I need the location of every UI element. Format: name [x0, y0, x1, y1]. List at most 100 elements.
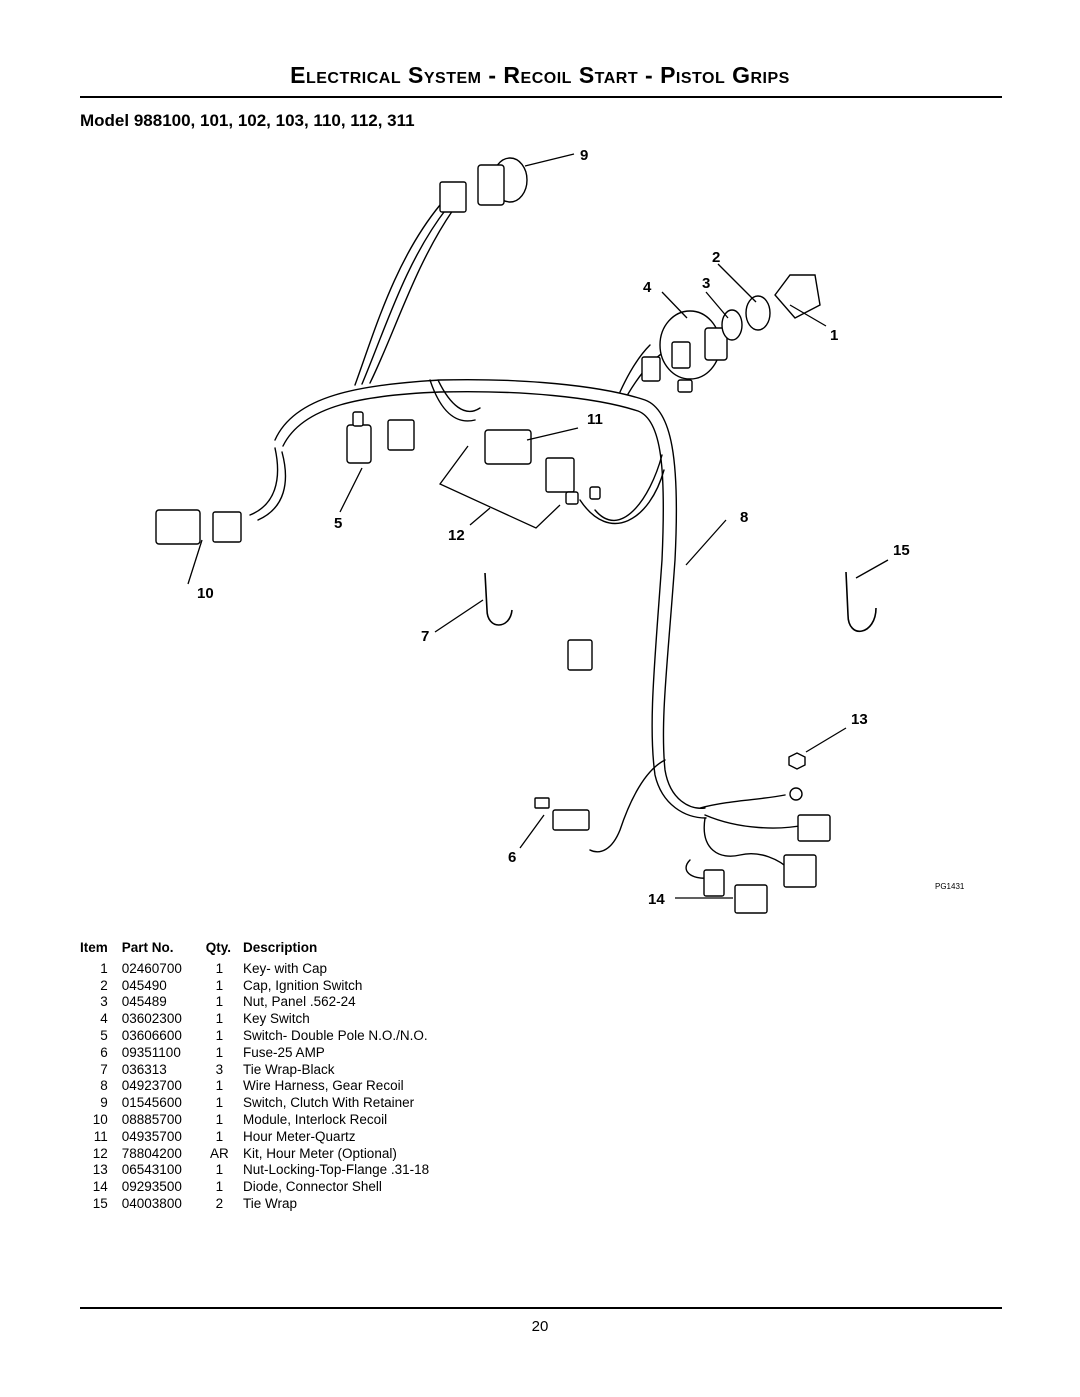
part-cell: 04003800: [121, 1195, 182, 1211]
page-number: 20: [531, 1318, 549, 1335]
callout-6: 6: [508, 849, 516, 866]
tie-wrap-black: [484, 572, 513, 626]
table-row: 14 09293500 1 Diode, Connector Shell: [80, 1179, 441, 1196]
qty-cell: 1: [215, 994, 224, 1010]
part-cell: 045490: [121, 977, 167, 993]
header-qty: Qty.: [205, 940, 232, 955]
figure-code: PG1431: [935, 882, 965, 891]
parts-table: Item Part No. Qty. Description 1 02460700…: [80, 940, 441, 1213]
table-row: 13 06543100 1 Nut-Locking-Top-Flange .31-18: [80, 1162, 441, 1179]
qty-cell: 1: [215, 1095, 224, 1111]
callout-9: 9: [580, 147, 588, 164]
item-cell: 13: [92, 1162, 108, 1178]
description-cell: Wire Harness, Gear Recoil: [243, 1078, 404, 1094]
footer-rule: [80, 1307, 1002, 1309]
part-cell: 045489: [121, 994, 167, 1010]
clutch-switch: [439, 157, 528, 213]
key: [774, 274, 821, 319]
callout-10: 10: [197, 585, 214, 602]
callout-5: 5: [334, 515, 342, 532]
part-cell: 08885700: [121, 1111, 182, 1127]
part-cell: 06543100: [121, 1162, 182, 1178]
description-cell: Diode, Connector Shell: [243, 1179, 382, 1195]
qty-cell: 1: [215, 1179, 224, 1195]
header-part: Part No.: [121, 940, 174, 955]
tie-wrap: [845, 571, 877, 633]
table-row: 7 036313 3 Tie Wrap-Black: [80, 1062, 441, 1079]
part-cell: 03602300: [121, 1011, 182, 1027]
main-harness: [274, 378, 706, 809]
diode-connector: [734, 884, 768, 914]
part-cell: 78804200: [121, 1145, 182, 1161]
description-cell: Cap, Ignition Switch: [243, 977, 363, 993]
description-cell: Fuse-25 AMP: [243, 1044, 325, 1060]
part-cell: 04935700: [121, 1128, 182, 1144]
callout-3: 3: [702, 275, 710, 292]
description-cell: Switch- Double Pole N.O./N.O.: [243, 1027, 428, 1043]
callout-12: 12: [448, 527, 465, 544]
callout-15: 15: [893, 542, 910, 559]
interlock-module: [155, 509, 242, 545]
description-cell: Key- with Cap: [243, 960, 328, 976]
qty-cell: 2: [215, 1195, 224, 1211]
item-cell: 7: [100, 1061, 108, 1077]
hour-meter: [484, 429, 601, 505]
qty-cell: 3: [215, 1061, 224, 1077]
item-cell: 6: [100, 1044, 108, 1060]
callout-14: 14: [648, 891, 665, 908]
description-cell: Key Switch: [243, 1011, 310, 1027]
item-cell: 1: [100, 960, 108, 976]
callout-13: 13: [851, 711, 868, 728]
key-switch: [641, 310, 728, 393]
part-cell: 02460700: [121, 960, 182, 976]
ignition-cap: [745, 295, 771, 331]
qty-cell: 1: [215, 1027, 224, 1043]
page-title: Electrical System - Recoil Start - Pisto…: [290, 62, 790, 88]
qty-cell: 1: [215, 1111, 224, 1127]
qty-cell: 1: [215, 1011, 224, 1027]
qty-cell: 1: [215, 977, 224, 993]
table-row: 2 045490 1 Cap, Ignition Switch: [80, 978, 441, 995]
part-cell: 01545600: [121, 1095, 182, 1111]
wiring-diagram: 9 2 3 4 1 11 5 12 8 15 10 7 13 6 14 PG14…: [155, 147, 965, 914]
callout-4: 4: [643, 279, 652, 296]
table-row: 4 03602300 1 Key Switch: [80, 1011, 441, 1028]
description-cell: Hour Meter-Quartz: [243, 1128, 356, 1144]
item-cell: 12: [92, 1145, 108, 1161]
parts-table-header: Item Part No. Qty. Description: [80, 940, 441, 961]
item-cell: 2: [100, 977, 108, 993]
header-item: Item: [80, 940, 108, 955]
header-description: Description: [243, 940, 318, 955]
item-cell: 4: [100, 1011, 108, 1027]
table-row: 6 09351100 1 Fuse-25 AMP: [80, 1045, 441, 1062]
description-cell: Nut-Locking-Top-Flange .31-18: [243, 1162, 430, 1178]
qty-cell: 1: [215, 1162, 224, 1178]
qty-cell: 1: [215, 1044, 224, 1060]
callout-7: 7: [421, 628, 429, 645]
item-cell: 5: [100, 1027, 108, 1043]
part-cell: 036313: [121, 1061, 167, 1077]
part-cell: 04923700: [121, 1078, 182, 1094]
table-row: 8 04923700 1 Wire Harness, Gear Recoil: [80, 1078, 441, 1095]
part-cell: 09351100: [121, 1044, 181, 1060]
qty-cell: 1: [215, 960, 224, 976]
callout-1: 1: [830, 327, 838, 344]
description-cell: Nut, Panel .562-24: [243, 994, 356, 1010]
item-cell: 9: [100, 1095, 108, 1111]
description-cell: Tie Wrap-Black: [243, 1061, 335, 1077]
title-rule: [80, 96, 1002, 98]
item-cell: 14: [92, 1179, 108, 1195]
part-cell: 09293500: [121, 1179, 182, 1195]
item-cell: 15: [92, 1195, 108, 1211]
item-cell: 10: [92, 1111, 108, 1127]
item-cell: 11: [93, 1128, 108, 1144]
qty-cell: 1: [215, 1078, 224, 1094]
item-cell: 8: [100, 1078, 108, 1094]
qty-cell: 1: [215, 1128, 224, 1144]
